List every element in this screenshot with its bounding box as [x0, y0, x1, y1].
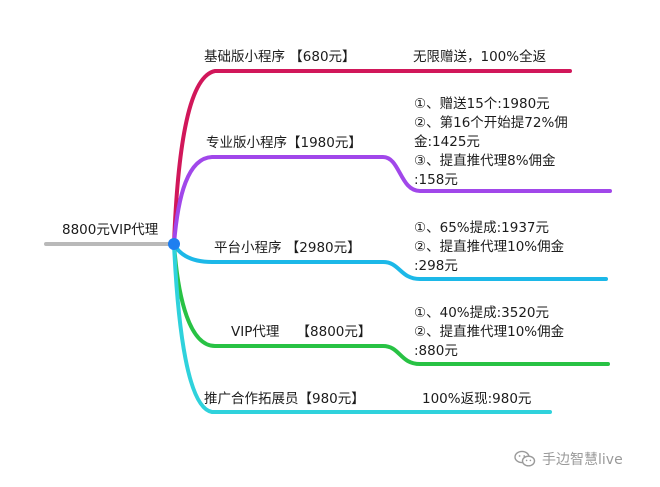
branch-1-detail: 无限赠送，100%全返 [413, 49, 547, 65]
branch-5-connector [172, 242, 552, 414]
branch-5-label: 推广合作拓展员【980元】 [204, 391, 365, 407]
branch-3-detail-2: ②、提直推代理10%佣金 [414, 239, 565, 255]
branch-2-detail-3: 金:1425元 [414, 134, 480, 150]
wechat-icon [514, 450, 536, 468]
branch-2-detail-4: ③、提直推代理8%佣金 [414, 153, 556, 169]
branch-1-label: 基础版小程序 【680元】 [204, 49, 356, 65]
watermark: 手边智慧live [514, 449, 623, 469]
branch-2-detail-2: ②、第16个开始提72%佣 [414, 115, 568, 131]
branch-2-label: 专业版小程序【1980元】 [206, 135, 362, 151]
branch-4-connector [172, 242, 610, 366]
branch-3-detail-1: ①、65%提成:1937元 [414, 220, 550, 236]
root-node-dot [168, 238, 180, 250]
branch-4-label: VIP代理 【8800元】 [231, 324, 372, 340]
root-label: 8800元VIP代理 [62, 222, 159, 238]
branch-3-label: 平台小程序 【2980元】 [214, 240, 361, 256]
branch-1-connector [172, 69, 572, 246]
branch-3-detail-3: :298元 [414, 258, 458, 274]
watermark-text: 手边智慧live [542, 452, 623, 468]
branch-2-detail-1: ①、赠送15个:1980元 [414, 96, 550, 112]
branch-2-connector [172, 155, 612, 246]
branch-3-connector [172, 242, 608, 281]
branch-4-detail-3: :880元 [414, 343, 458, 359]
branch-4-detail-1: ①、40%提成:3520元 [414, 305, 550, 321]
branch-4-detail-2: ②、提直推代理10%佣金 [414, 324, 565, 340]
branch-2-detail-5: :158元 [414, 172, 458, 188]
branch-5-detail: 100%返现:980元 [422, 391, 532, 407]
